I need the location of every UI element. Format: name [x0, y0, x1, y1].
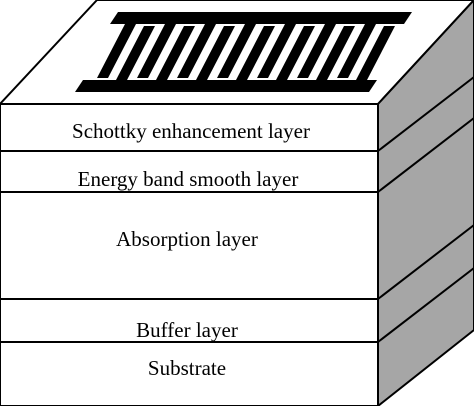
electrode-finger	[116, 26, 155, 80]
layer-label-substrate: Substrate	[148, 356, 226, 380]
electrode-finger	[217, 24, 256, 78]
layer-label-energy-band: Energy band smooth layer	[78, 167, 299, 191]
electrode-finger	[236, 26, 275, 80]
electrode-finger	[316, 26, 355, 80]
interdigitated-electrode-icon	[75, 12, 412, 92]
side-boundary-line	[377, 267, 474, 343]
electrode-finger	[156, 26, 195, 80]
lower-bus-bar	[75, 80, 377, 92]
layer-label-absorption: Absorption layer	[116, 227, 258, 251]
upper-bus-bar	[110, 12, 412, 24]
side-boundaries	[377, 76, 474, 343]
electrode-finger	[297, 24, 336, 78]
electrode-finger	[276, 26, 315, 80]
front-boundaries	[0, 150, 378, 343]
layer-label-schottky: Schottky enhancement layer	[72, 119, 310, 143]
side-boundary-line	[377, 224, 474, 300]
electrode-finger	[356, 26, 395, 80]
side-boundary-line	[377, 76, 474, 152]
electrode-finger	[177, 24, 216, 78]
electrode-finger	[137, 24, 176, 78]
side-boundary-line	[377, 117, 474, 193]
front-face	[0, 103, 379, 406]
electrode-finger	[196, 26, 235, 80]
electrode-finger	[257, 24, 296, 78]
electrode-finger	[97, 24, 136, 78]
electrode-finger	[337, 24, 376, 78]
layer-label-buffer: Buffer layer	[136, 318, 238, 342]
